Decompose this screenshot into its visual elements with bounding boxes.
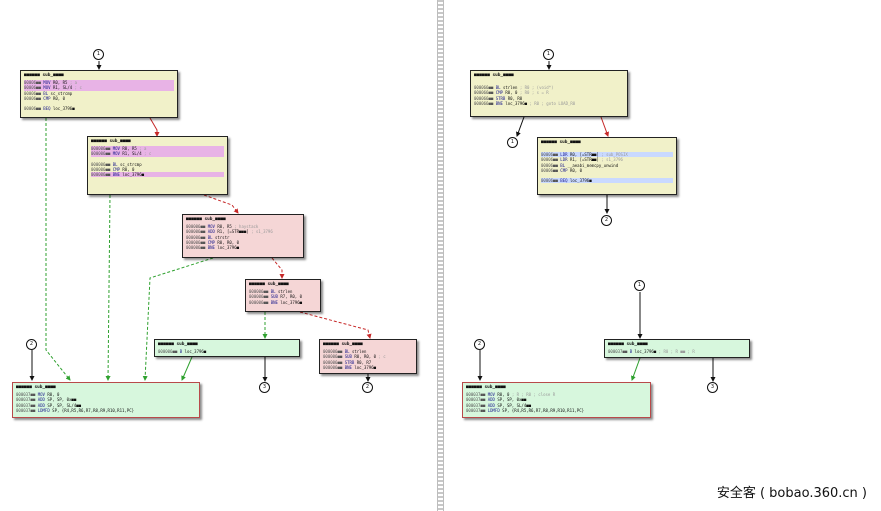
code-line[interactable]: 000037■■ MOV R0, 0 [16, 392, 60, 398]
edge-r3-to-exit [631, 357, 641, 381]
code-line[interactable]: 000037■■ LDMFD SP, {R4,R5,R6,R7,R8,R9,R1… [16, 407, 135, 413]
code-line[interactable]: 00006■■ CMP R0, 0 [541, 167, 582, 173]
code-line[interactable]: 000037■■ MOV R0, 0 ; R ; R0 ; close R [466, 392, 556, 398]
code-line[interactable]: 00006■■ LDR R1, [=STR■■] ; s1_3796 [541, 157, 623, 163]
code-line[interactable]: 000006■■ CMP R0, 0 [91, 166, 135, 172]
code-line[interactable]: 000037■■ LDMFD SP, {R4,R5,R6,R7,R8,R9,R1… [466, 407, 585, 413]
marker-l-3[interactable]: 3 [259, 382, 270, 393]
edge-n1-to-n2 [149, 117, 160, 137]
node-title: ■■■■■■ sub_■■■■ [24, 73, 64, 78]
edge-n4-to-n6 [299, 311, 372, 339]
code-line[interactable]: 00006■■ CMP R0, 0 [24, 95, 65, 101]
code-line[interactable]: 000006■■ MOV R0, R5 ; haystack [186, 224, 259, 230]
code-line[interactable]: 000006■■ BL strlen [249, 289, 293, 295]
code-line[interactable]: 00006■■ MOV R1, SL/4 ; c [24, 85, 174, 91]
node-title: ■■■■■■ sub_■■■■ [608, 342, 648, 347]
marker-r-2a[interactable]: 2 [601, 215, 612, 226]
code-line[interactable]: 000006■■ ADD R1, [=STR■■■] ; s1_3796 [186, 229, 273, 235]
node-title: ■■■■■■ sub_■■■■ [158, 342, 198, 347]
code-block-node[interactable]: ■■■■■■ sub_■■■■ 000066■■ BL strlen ; R0 … [470, 70, 628, 117]
code-line[interactable]: 000037■■ ADD SP, SP, 0x■■ [466, 397, 527, 403]
code-block-node[interactable]: ■■■■■■ sub_■■■■ 000006■■ MOV R0, R5 ; a … [87, 136, 228, 195]
code-line[interactable]: 00006■■ BL __aeabi_memcpy_unwind [541, 162, 619, 168]
code-line[interactable]: 00006■■ BEQ loc_3796■ [541, 178, 673, 184]
code-block-node[interactable]: ■■■■■■ sub_■■■■ 000006■■ BL strlen 00000… [319, 339, 417, 374]
marker-r-3[interactable]: 3 [707, 382, 718, 393]
edge-n3-to-exit [142, 257, 214, 381]
code-line[interactable]: 000006■■ BNE loc_3796■ [323, 364, 377, 370]
code-line[interactable]: 000006■■ STRB R0, R7 [323, 359, 372, 365]
edges-left [29, 61, 372, 382]
code-block-node[interactable]: ■■■■■■ sub_■■■■ 00006■■ MOV R0, R5 ; a 0… [20, 70, 178, 118]
marker-l-2b[interactable]: 2 [362, 382, 373, 393]
code-line[interactable]: 000066■■ CMP R0, 0 ; R0 ; s = R [474, 90, 549, 96]
code-block-node[interactable]: ■■■■■■ sub_■■■■ 00006■■ LDR R0, [=STR■■]… [537, 137, 677, 195]
marker-r-1c[interactable]: 1 [634, 280, 645, 291]
watermark-text: 安全客 ( bobao.360.cn ) [716, 486, 867, 501]
code-line[interactable]: 00006■■ BL sc_strcmp [24, 90, 73, 96]
code-line[interactable]: 000006■■ BL strstr [186, 234, 230, 240]
code-block-node[interactable]: ■■■■■■ sub_■■■■ 000037■■ B loc_3796■ ; R… [604, 339, 750, 358]
edge-n2-to-n3 [203, 194, 239, 214]
code-line[interactable]: 00006■■ MOV R0, R5 ; a [24, 80, 174, 86]
code-line[interactable]: 000037■■ ADD SP, SP, 0x■■ [16, 397, 77, 403]
node-title: ■■■■■■ sub_■■■■ [186, 217, 226, 222]
code-block-node[interactable]: ■■■■■■ sub_■■■■ 000006■■ MOV R0, R5 ; ha… [182, 214, 304, 258]
code-line[interactable]: 00006■■ BEQ loc_3796■ [24, 106, 75, 112]
marker-r-top[interactable]: 1 [543, 49, 554, 60]
code-line[interactable]: 000066■■ STRB R0, R0 [474, 95, 523, 101]
graph-pane-right[interactable]: 1 1 2 1 2 3 ■■■■■■ sub_■■■■ 000066■■ BL … [444, 0, 881, 511]
code-line[interactable]: 00006■■ LDR R0, [=STR■■] ; sub_POSIX [541, 152, 673, 158]
edge-n3-to-n4 [271, 257, 285, 279]
edge-n1-to-exit [45, 118, 71, 381]
node-title: ■■■■■■ sub_■■■■ [466, 385, 506, 390]
code-line[interactable]: 000006■■ MOV R0, R5 ; a [91, 146, 224, 152]
code-line[interactable]: 000006■■ BNE loc_3796■ [186, 245, 240, 251]
node-title: ■■■■■■ sub_■■■■ [91, 139, 131, 144]
code-block-node[interactable]: ■■■■■■ sub_■■■■ 000037■■ MOV R0, 0 ; R ;… [462, 382, 651, 418]
pane-splitter[interactable] [437, 0, 444, 511]
code-line[interactable]: 000037■■ ADD SP, SP, SL/4■■ [466, 402, 532, 408]
edges-right [477, 61, 716, 382]
marker-r-1b[interactable]: 1 [507, 137, 518, 148]
code-line[interactable]: 000006■■ BL sc_strcmp [91, 161, 142, 167]
code-block-node[interactable]: ■■■■■■ sub_■■■■ 000006■■ B loc_3796■ [154, 339, 300, 357]
code-line[interactable]: 000037■■ ADD SP, SP, SL/4■■ [16, 402, 82, 408]
marker-l-2a[interactable]: 2 [26, 339, 37, 350]
code-block-node[interactable]: ■■■■■■ sub_■■■■ 000037■■ MOV R0, 0 00003… [12, 382, 200, 418]
marker-r-2b[interactable]: 2 [474, 339, 485, 350]
code-line[interactable]: 000066■■ BNE loc_3796■ ; R0 ; goto LOAD_… [474, 100, 576, 106]
edge-n5-to-exit [181, 356, 193, 381]
node-title: ■■■■■■ sub_■■■■ [16, 385, 56, 390]
node-title: ■■■■■■ sub_■■■■ [323, 342, 363, 347]
node-title: ■■■■■■ sub_■■■■ [249, 282, 289, 287]
node-title: ■■■■■■ sub_■■■■ [541, 140, 581, 145]
graph-pane-left[interactable]: 1 2 3 2 ■■■■■■ sub_■■■■ 00006■■ MOV R0, … [0, 0, 437, 511]
code-line[interactable]: 000006■■ B loc_3796■ [158, 349, 207, 355]
code-line[interactable]: 000037■■ B loc_3796■ ; R0 ; R ■■ ; R [608, 349, 695, 355]
code-line[interactable]: 000006■■ SUB R0, R0, 0 ; c [323, 354, 386, 360]
code-line[interactable]: 000066■■ BL strlen ; R0 ; (void*) [474, 85, 554, 91]
code-line[interactable]: 000006■■ BNE loc_3796■ [249, 299, 303, 305]
code-line[interactable]: 000006■■ CMP R0, R0, 0 [186, 239, 240, 245]
code-block-node[interactable]: ■■■■■■ sub_■■■■ 000006■■ BL strlen 00000… [245, 279, 321, 312]
code-line[interactable]: 000006■■ SUB R7, R0, 0 [249, 294, 303, 300]
code-line[interactable]: 000006■■ MOV R1, SL/4 ; c [91, 151, 224, 157]
marker-l-top[interactable]: 1 [93, 49, 104, 60]
code-line[interactable]: 000006■■ BL strlen [323, 349, 367, 355]
edge-r1-to-m1 [516, 116, 525, 137]
edge-n2-to-exit [105, 194, 111, 381]
edge-r1-to-r2 [600, 116, 609, 137]
node-title: ■■■■■■ sub_■■■■ [474, 73, 514, 78]
code-line[interactable]: 000006■■ BNE loc_3796■ [91, 172, 224, 178]
